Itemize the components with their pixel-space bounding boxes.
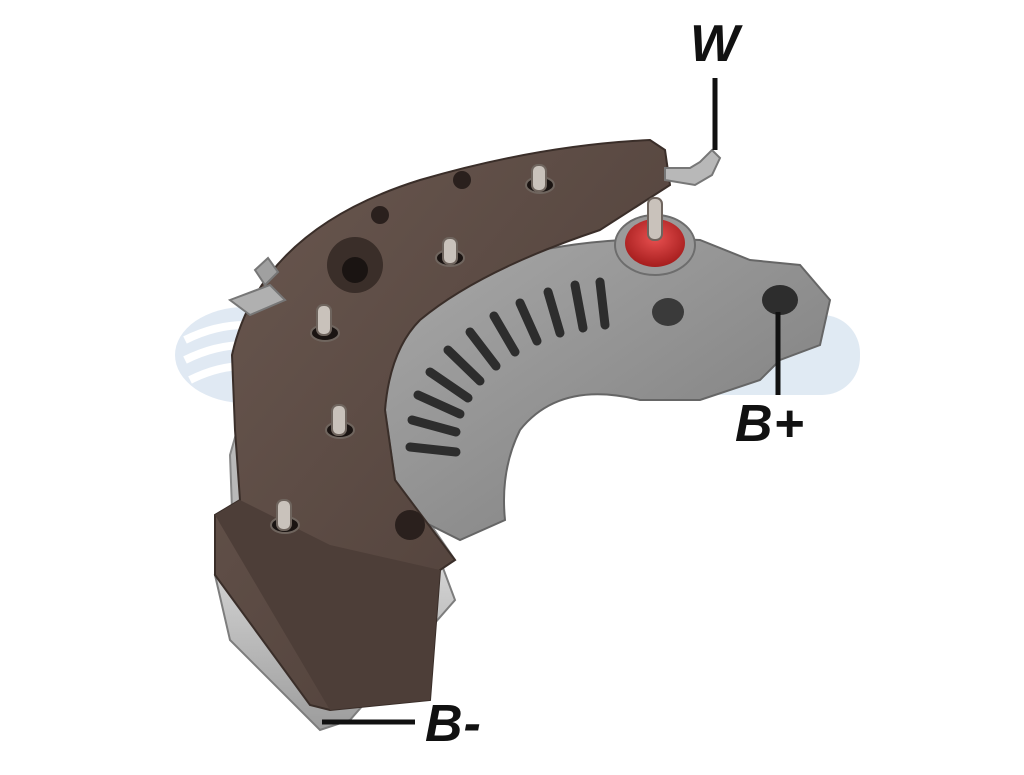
w-terminal [664, 148, 722, 187]
heatsink [383, 238, 832, 542]
side-clip [227, 283, 287, 317]
b-plus-hole [762, 285, 798, 315]
b-plus-terminal-label: B+ [735, 395, 805, 453]
heatsink-slots [405, 277, 610, 457]
housing [214, 138, 672, 712]
w-terminal-label: W [690, 15, 741, 73]
leader-lines [322, 78, 781, 725]
red-terminal [614, 197, 696, 276]
diode-terminals [270, 164, 555, 534]
b-minus-terminal-label: B- [425, 695, 482, 753]
